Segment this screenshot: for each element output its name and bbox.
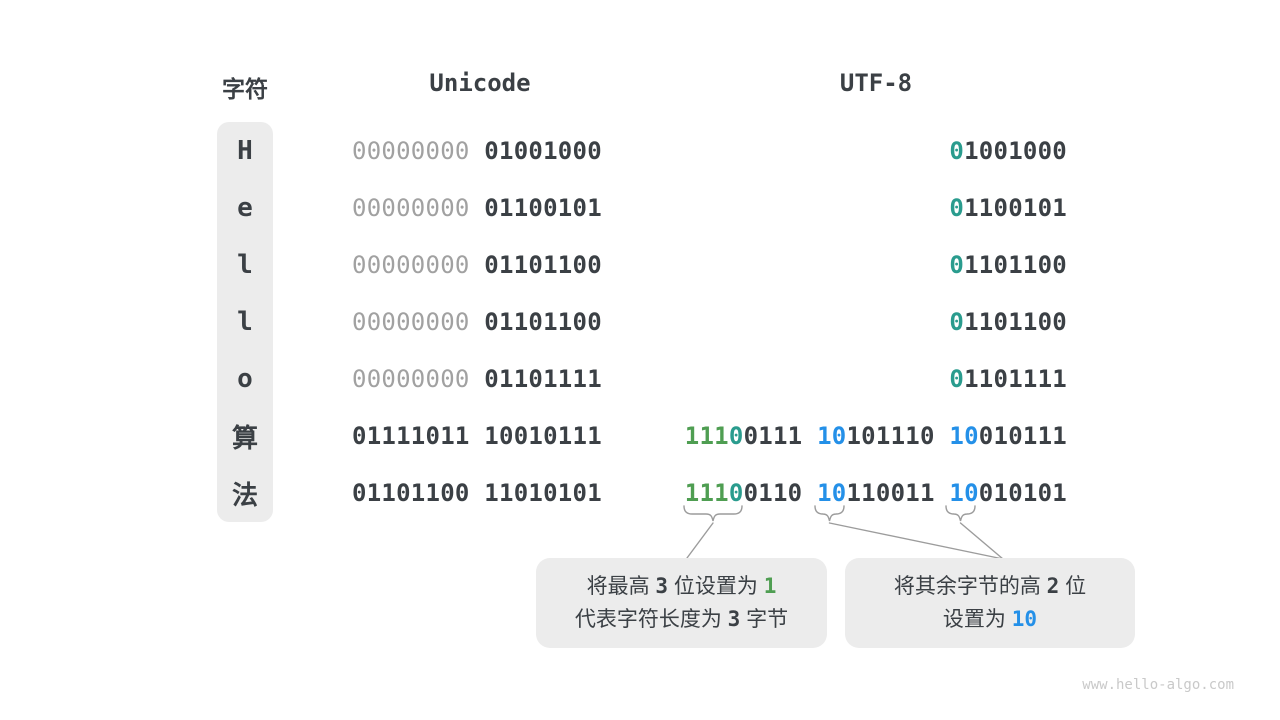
binary-segment: 01100101 bbox=[469, 193, 602, 222]
char-cell: 算 bbox=[231, 423, 258, 454]
binary-segment: 110011 bbox=[846, 479, 935, 508]
callout-segment: 10 bbox=[1011, 606, 1038, 631]
binary-segment: 00000000 bbox=[352, 193, 470, 222]
callout-continuation-bytes: 将其余字节的高 2 位设置为 10 bbox=[845, 558, 1135, 648]
binary-segment: 0 bbox=[728, 479, 744, 508]
binary-segment: 00000000 bbox=[352, 307, 470, 336]
char-cell: e bbox=[237, 192, 253, 223]
binary-segment: 10 bbox=[949, 422, 979, 451]
binary-segment: 10 bbox=[949, 479, 979, 508]
unicode-binary: 01111011 10010111 bbox=[352, 408, 612, 465]
binary-segment: 0111 bbox=[743, 422, 803, 451]
callout-segment: 3 bbox=[727, 606, 741, 631]
binary-segment: 01101100 bbox=[469, 307, 602, 336]
binary-segment: 10 bbox=[817, 422, 847, 451]
callout-segment: 3 bbox=[655, 574, 669, 599]
char-cell: o bbox=[237, 364, 253, 395]
char-cell: H bbox=[237, 135, 253, 166]
binary-segment bbox=[935, 422, 950, 450]
binary-segment: 111 bbox=[684, 422, 729, 451]
binary-segment: 01111011 10010111 bbox=[352, 422, 602, 451]
binary-segment: 0110 bbox=[743, 479, 803, 508]
callout-segment: 位 bbox=[1059, 575, 1087, 599]
callout-segment: 代表字符长度为 bbox=[574, 607, 728, 631]
char-cell: l bbox=[237, 249, 253, 280]
callout-segment: 将其余字节的高 bbox=[893, 575, 1047, 599]
column-header-utf8: UTF-8 bbox=[839, 69, 913, 97]
callout-text-line: 代表字符长度为 3 字节 bbox=[575, 607, 788, 632]
binary-segment: 101110 bbox=[846, 422, 935, 451]
binary-segment: 01101100 11010101 bbox=[352, 479, 602, 508]
unicode-binary: 00000000 01101100 bbox=[352, 293, 612, 350]
callout-segment: 字节 bbox=[740, 607, 789, 631]
connector-to-right-callout-b bbox=[959, 522, 1004, 560]
binary-segment: 010111 bbox=[978, 422, 1067, 451]
binary-segment: 1100101 bbox=[964, 193, 1067, 222]
callout-text-line: 将其余字节的高 2 位 bbox=[894, 574, 1086, 599]
binary-segment bbox=[802, 422, 817, 450]
binary-segment: 1001000 bbox=[964, 136, 1067, 165]
watermark: www.hello-algo.com bbox=[1082, 677, 1234, 693]
binary-segment: 0 bbox=[949, 307, 965, 336]
binary-segment: 01101111 bbox=[469, 365, 602, 394]
binary-segment: 0 bbox=[949, 193, 965, 222]
char-cell: l bbox=[237, 306, 253, 337]
char-cell: 法 bbox=[231, 480, 258, 511]
connector-to-right-callout-a bbox=[828, 522, 1004, 560]
callout-segment: 将最高 bbox=[586, 575, 656, 599]
binary-segment: 00000000 bbox=[352, 365, 470, 394]
binary-segment: 1101100 bbox=[964, 250, 1067, 279]
unicode-binary: 00000000 01100101 bbox=[352, 179, 612, 236]
unicode-binary: 00000000 01001000 bbox=[352, 122, 612, 179]
binary-segment: 010101 bbox=[978, 479, 1067, 508]
binary-segment: 0 bbox=[949, 250, 965, 279]
callout-text-line: 将最高 3 位设置为 1 bbox=[587, 574, 777, 599]
callout-text-line: 设置为 10 bbox=[943, 607, 1037, 632]
binary-segment: 111 bbox=[684, 479, 729, 508]
unicode-binary: 00000000 01101100 bbox=[352, 236, 612, 293]
binary-segment: 00000000 bbox=[352, 136, 470, 165]
callout-segment: 位设置为 bbox=[668, 575, 764, 599]
callout-segment: 2 bbox=[1046, 574, 1060, 599]
binary-segment bbox=[802, 479, 817, 507]
callout-segment: 1 bbox=[763, 574, 777, 599]
unicode-binary: 00000000 01101111 bbox=[352, 351, 612, 408]
binary-segment: 0 bbox=[949, 365, 965, 394]
binary-segment: 01101100 bbox=[469, 250, 602, 279]
callout-segment: 设置为 bbox=[942, 607, 1012, 631]
callout-leading-byte: 将最高 3 位设置为 1 代表字符长度为 3 字节 bbox=[536, 558, 827, 648]
column-header-unicode: Unicode bbox=[429, 69, 531, 97]
unicode-binary: 01101100 11010101 bbox=[352, 465, 612, 522]
binary-segment: 0 bbox=[949, 136, 965, 165]
binary-segment: 00000000 bbox=[352, 250, 470, 279]
binary-segment: 0 bbox=[728, 422, 744, 451]
binary-segment bbox=[935, 479, 950, 507]
binary-segment: 01001000 bbox=[469, 136, 602, 165]
binary-segment: 1101111 bbox=[964, 365, 1067, 394]
column-header-character: 字符 bbox=[222, 76, 268, 102]
binary-segment: 10 bbox=[817, 479, 847, 508]
connector-to-left-callout bbox=[686, 522, 714, 559]
binary-segment: 1101100 bbox=[964, 307, 1067, 336]
